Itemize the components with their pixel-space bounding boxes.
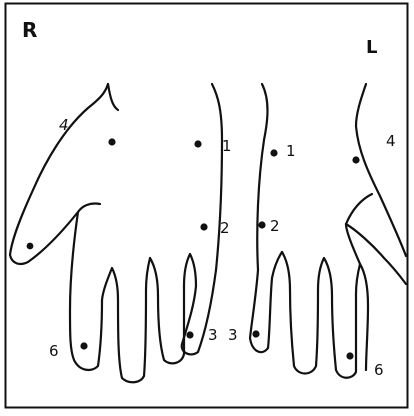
right-point-3-label: 3 (208, 326, 218, 344)
right-ring-outline (102, 268, 146, 382)
right-thumb-outline (10, 84, 108, 264)
left-point-4-dot (352, 156, 359, 163)
right-point-2-dot (200, 223, 207, 230)
right-point-3-dot (186, 331, 193, 338)
right-palm-inner-edge (212, 84, 222, 270)
left-middle-outline (282, 252, 318, 374)
left-ring-outline (318, 258, 356, 378)
diagram-border (6, 4, 408, 408)
right-point-2-label: 2 (220, 219, 230, 237)
right-point-1-dot (194, 140, 201, 147)
right-point-1-label: 1 (222, 137, 232, 155)
right-thumb-tip-dot (27, 243, 34, 250)
right-point-4-dot (108, 138, 115, 145)
left-point-6-dot (346, 352, 353, 359)
right-middle-outline (146, 258, 184, 363)
left-thumb-inner (346, 194, 372, 224)
left-point-2-label: 2 (270, 217, 280, 235)
left-point-6-label: 6 (374, 361, 384, 379)
left-pinky-outline (356, 264, 368, 370)
left-point-4-label: 4 (386, 132, 396, 150)
left-hand-back-edge (356, 84, 406, 256)
left-point-1-label: 1 (286, 142, 296, 160)
left-point-3-label: 3 (228, 326, 238, 344)
left-point-3-dot (252, 330, 259, 337)
left-hand-labels: 1 2 3 4 6 (228, 132, 396, 379)
right-wrist-line (108, 84, 118, 110)
left-point-2-dot (258, 221, 265, 228)
right-side-label: R (22, 18, 37, 42)
left-side-label: L (366, 37, 377, 58)
right-point-6-dot (80, 342, 87, 349)
right-hand-labels: 1 2 3 4 6 (49, 116, 232, 360)
left-point-1-dot (270, 149, 277, 156)
right-point-6-label: 6 (49, 342, 59, 360)
right-point-4-label: 4 (59, 116, 69, 134)
left-palm-inner-edge (257, 84, 267, 270)
